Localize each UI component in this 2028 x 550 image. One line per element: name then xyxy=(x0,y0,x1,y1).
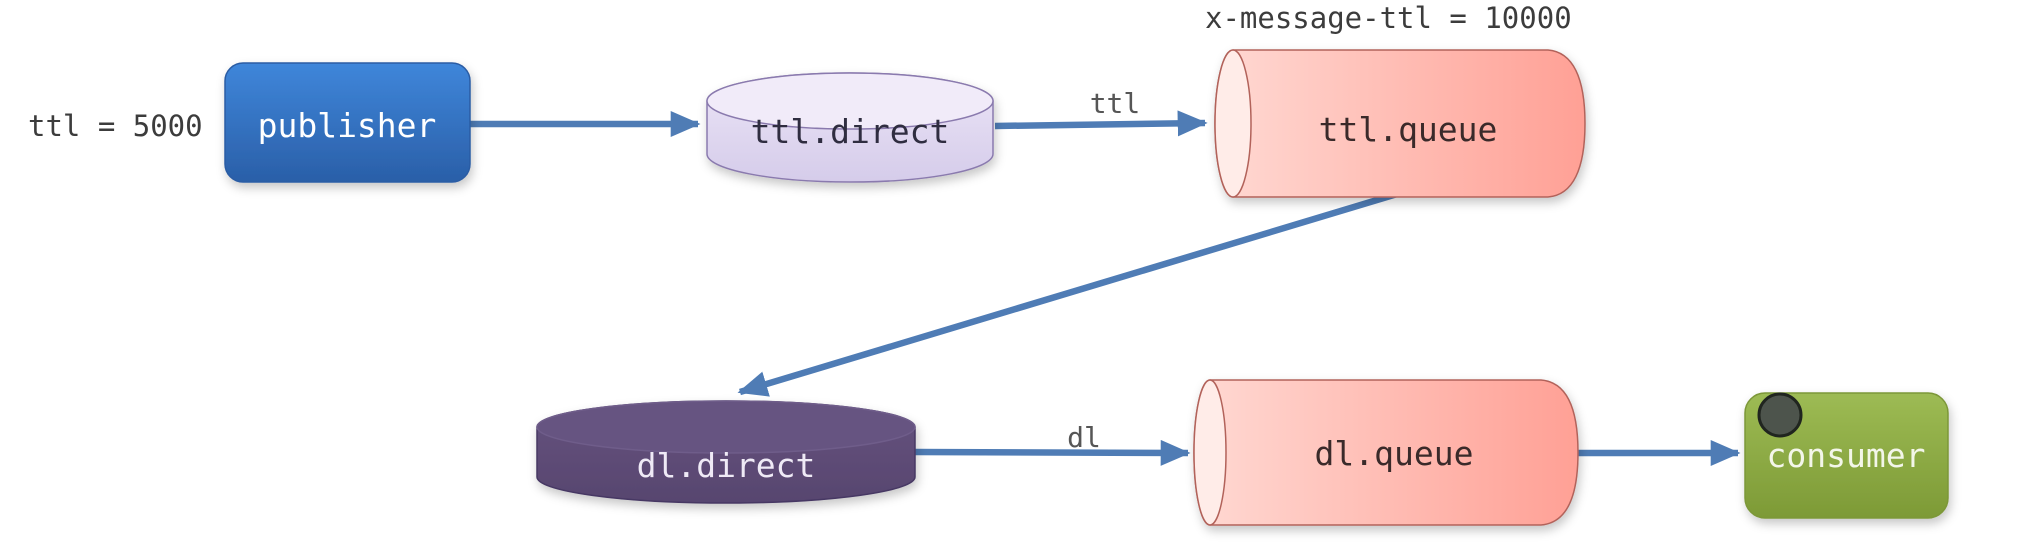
ttl-queue-node: ttl.queue xyxy=(1214,49,1586,198)
arrow-ttl-direct-to-ttl-queue xyxy=(994,110,1208,137)
dl-direct-exchange-node: dl.direct xyxy=(536,400,916,504)
publisher-label: publisher xyxy=(258,106,437,145)
ttl-direct-label: ttl.direct xyxy=(751,112,950,151)
dl-queue-label: dl.queue xyxy=(1315,434,1474,473)
arrow-ttl-queue-to-dl-direct xyxy=(737,190,1398,397)
consumer-label: consumer xyxy=(1767,436,1926,475)
dl-queue-cylinder-cap xyxy=(1193,379,1227,526)
edge-label-dl: dl xyxy=(1067,421,1101,454)
consumer-node: consumer xyxy=(1744,392,1949,519)
ttl-direct-exchange-node: ttl.direct xyxy=(706,72,994,183)
publisher-node: publisher xyxy=(224,62,471,183)
publisher-box xyxy=(224,62,471,183)
flow-arrows xyxy=(470,110,1741,466)
dl-queue-node: dl.queue xyxy=(1193,379,1579,526)
annotation-publisher-ttl: ttl = 5000 xyxy=(28,109,203,143)
ttl-queue-label: ttl.queue xyxy=(1319,110,1498,149)
dl-direct-cylinder-top xyxy=(536,400,916,454)
edge-label-ttl: ttl xyxy=(1090,87,1141,120)
ttl-direct-cylinder-top xyxy=(706,72,994,130)
dl-direct-label: dl.direct xyxy=(637,446,816,485)
annotation-queue-ttl: x-message-ttl = 10000 xyxy=(1205,1,1572,35)
arrow-dl-direct-to-dl-queue xyxy=(914,439,1191,466)
consumer-state-dot-icon xyxy=(1757,392,1803,438)
ttl-queue-cylinder-cap xyxy=(1214,49,1252,198)
